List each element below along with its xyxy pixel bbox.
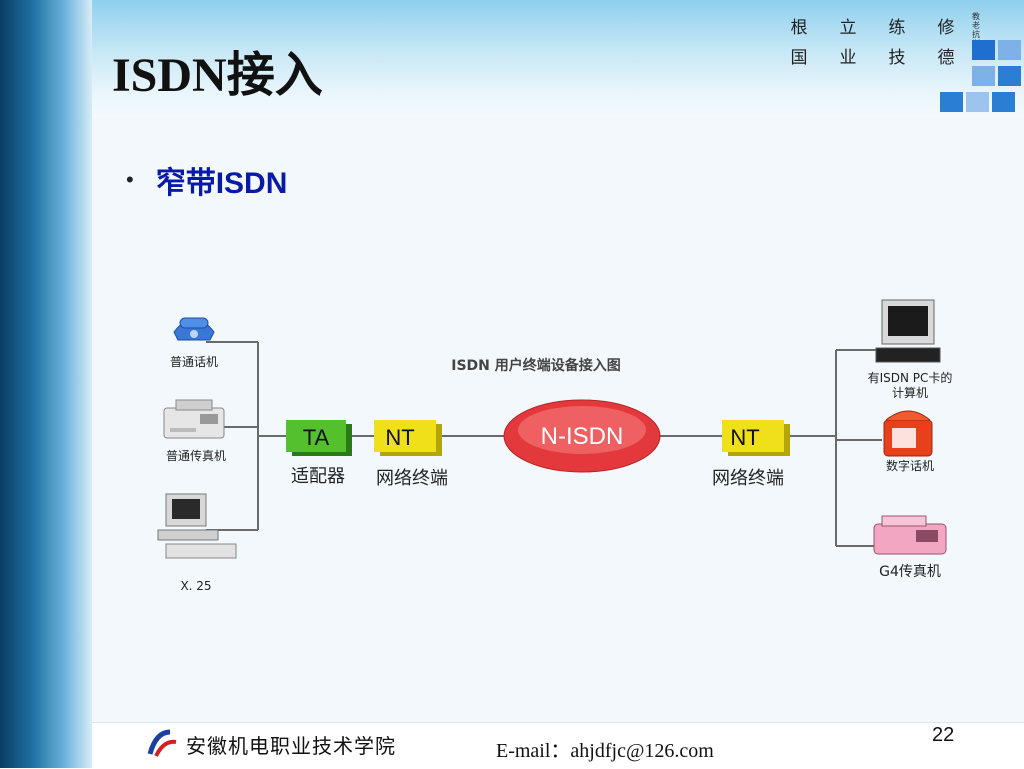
diagram-caption: ISDN 用户终端设备接入图 [451,357,621,374]
right-device-label: 有ISDN PC卡的 [868,370,953,385]
nt-left-box: NT [374,420,442,456]
motto-row-2: 国 业 技 德 [788,40,988,70]
left-device-label: 普通话机 [170,355,218,369]
ta-adapter-box: TA [286,420,352,456]
motto-char: 根 [790,17,808,38]
computer-icon [157,493,237,559]
right-device-label: 计算机 [892,385,928,400]
g4-fax-icon [873,515,947,555]
left-device-label: X. 25 [180,579,211,593]
nt-right-box: NT [722,420,790,456]
motto-char: 练 [888,17,906,38]
motto-char: 修 [937,17,955,38]
telephone-icon [173,317,215,341]
bullet-item: • 窄带ISDN [126,158,287,202]
ta-label: 适配器 [291,466,345,487]
network-text: N-ISDN [541,423,624,450]
bullet-text: 窄带ISDN [155,167,288,200]
motto-char: 业 [839,47,857,68]
left-gradient-bar [0,0,92,768]
school-motto: 根 立 练 修 国 业 技 德 [788,10,988,70]
right-device-label: G4传真机 [879,564,941,580]
left-device-label: 普通传真机 [166,448,226,463]
page-number: 22 [932,724,955,746]
connection-lines [206,341,882,547]
motto-char: 国 [790,47,808,68]
decorative-squares [940,40,1024,116]
fax-icon [163,399,225,439]
nt-right-label: 网络终端 [712,468,784,489]
nt-left-label: 网络终端 [376,468,448,489]
slide-title: ISDN接入 [112,49,323,102]
footer-bar [92,722,1024,769]
motto-char: 技 [888,47,906,68]
ta-box-text: TA [303,425,330,450]
nt-right-text: NT [730,425,759,450]
motto-char: 德 [937,47,955,68]
nt-left-text: NT [385,425,414,450]
right-device-label: 数字话机 [886,458,934,473]
computer-icon [875,299,941,363]
footer-school-name: 安徽机电职业技术学院 [186,734,396,758]
bullet-dot-icon: • [126,167,134,192]
digital-telephone-icon [883,410,933,457]
motto-char: 立 [839,17,857,38]
school-logo-icon [147,729,177,757]
motto-row-1: 根 立 练 修 [788,10,988,40]
header-band [92,0,1024,118]
footer-email: E-mail：ahjdfjc@126.com [496,740,714,762]
n-isdn-network: N-ISDN [503,399,661,473]
